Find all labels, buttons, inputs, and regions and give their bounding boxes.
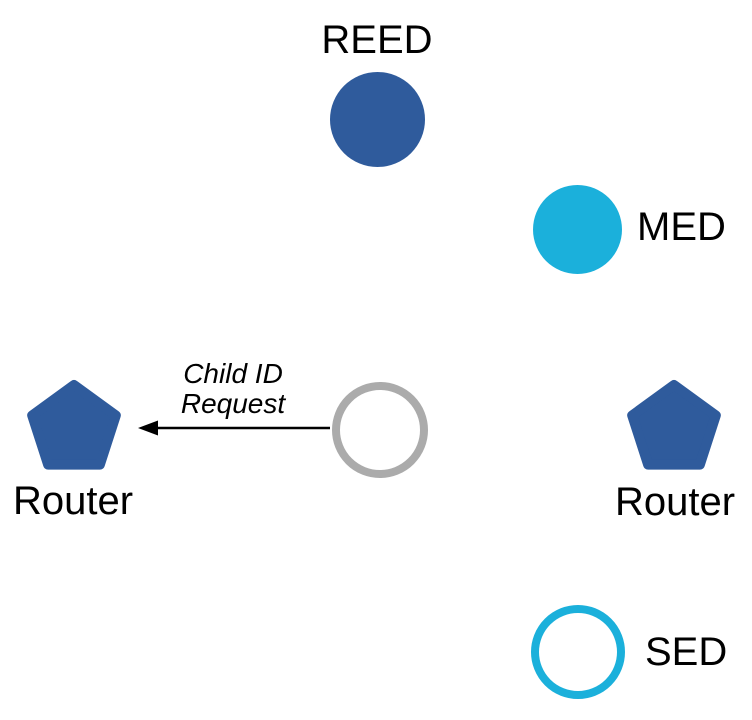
med-node-label: MED (637, 205, 726, 249)
edge-label-line1: Child ID (183, 358, 283, 389)
reed-node-label: REED (321, 18, 433, 62)
router-left-pentagon-icon (27, 380, 121, 470)
router-left-node-label: Router (12, 479, 134, 523)
edge-label-line2: Request (180, 388, 286, 419)
sed-node-label: SED (645, 630, 728, 674)
med-node-circle-icon (533, 185, 622, 274)
joiner-node-circle-icon (332, 382, 428, 478)
router-right-node-label: Router (614, 480, 736, 524)
reed-node-circle-icon (330, 72, 425, 167)
sed-node-circle-icon (531, 605, 625, 699)
edge-label: Child ID Request (133, 359, 333, 419)
router-right-pentagon-icon (627, 380, 721, 470)
child-id-request-arrow-icon (138, 420, 330, 436)
